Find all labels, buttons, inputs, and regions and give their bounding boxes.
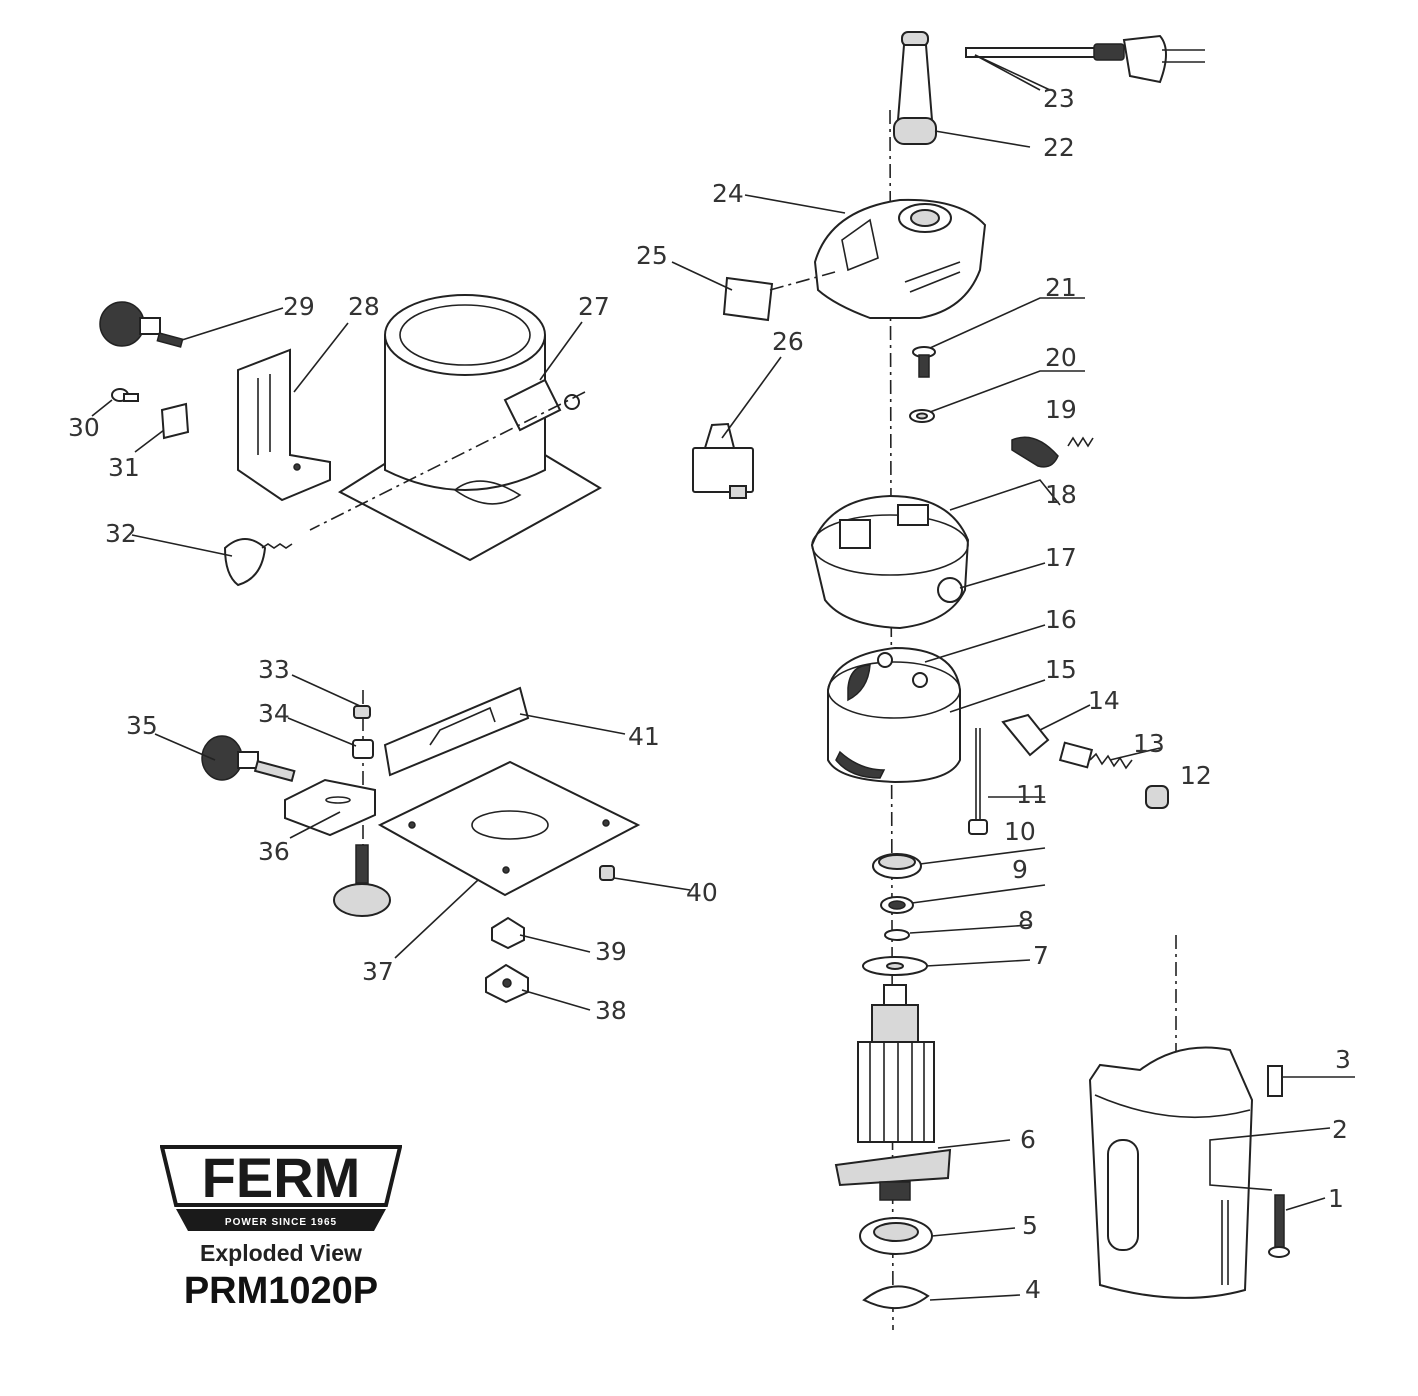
callout-24: 24 (712, 179, 744, 208)
callout-3: 3 (1335, 1045, 1351, 1074)
callout-5: 5 (1022, 1211, 1038, 1240)
brand-name: FERM (202, 1146, 361, 1209)
part-30-screw (111, 388, 139, 402)
callout-33: 33 (258, 655, 290, 684)
part-23-power-cord (965, 34, 1205, 84)
part-37-base-plate (377, 760, 641, 897)
callout-39: 39 (595, 937, 627, 966)
callout-16: 16 (1045, 605, 1077, 634)
part-27-router-base (337, 294, 603, 562)
part-4-clip (862, 1285, 930, 1310)
callout-15: 15 (1045, 655, 1077, 684)
callout-7: 7 (1033, 941, 1049, 970)
part-36-bracket (284, 778, 376, 837)
part-10-bearing-sleeve (872, 853, 922, 879)
callout-20: 20 (1045, 343, 1077, 372)
ferm-logo: FERM POWER SINCE 1965 (160, 1145, 402, 1231)
callout-11: 11 (1016, 780, 1048, 809)
callout-36: 36 (258, 837, 290, 866)
callout-8: 8 (1018, 906, 1034, 935)
callout-31: 31 (108, 453, 140, 482)
part-3-label (1267, 1065, 1283, 1097)
part-8-washer (884, 929, 910, 941)
callout-35: 35 (126, 711, 158, 740)
part-9-bearing (880, 896, 914, 914)
part-35-knob (201, 735, 296, 782)
callout-41: 41 (628, 722, 660, 751)
callout-13: 13 (1133, 729, 1165, 758)
callout-18: 18 (1045, 480, 1077, 509)
part-2-housing (1088, 1046, 1254, 1299)
callout-27: 27 (578, 292, 610, 321)
part-31-plate (160, 402, 190, 440)
callout-26: 26 (772, 327, 804, 356)
part-24-motor-cap (813, 198, 987, 319)
subtitle: Exploded View (200, 1240, 362, 1266)
part-26-switch (692, 422, 754, 499)
part-41-guide (383, 686, 530, 777)
part-25-label (722, 276, 774, 322)
part-33-screw (353, 705, 371, 719)
callout-4: 4 (1025, 1275, 1041, 1304)
callout-9: 9 (1012, 855, 1028, 884)
part-39-nut (491, 916, 525, 950)
callouts: 1 2 3 4 5 6 7 8 9 10 11 12 13 14 15 16 1… (68, 84, 1351, 1304)
part-19-spring (1067, 436, 1094, 448)
part-16-terminal (877, 652, 893, 668)
callout-22: 22 (1043, 133, 1075, 162)
callout-17: 17 (1045, 543, 1077, 572)
part-14-brush-cap (1001, 713, 1050, 757)
leader-lines (91, 54, 1355, 1301)
part-6-armature (834, 984, 952, 1201)
callout-32: 32 (105, 519, 137, 548)
part-22-cable-sleeve (893, 31, 937, 145)
part-12-brush-cap (1145, 785, 1169, 809)
part-29-knob (99, 301, 184, 348)
adjust-knob (333, 844, 391, 917)
part-21-screw (912, 346, 936, 378)
callout-12: 12 (1180, 761, 1212, 790)
callout-23: 23 (1043, 84, 1075, 113)
part-18-brush-holder (1011, 436, 1059, 468)
callout-29: 29 (283, 292, 315, 321)
callout-25: 25 (636, 241, 668, 270)
callout-10: 10 (1004, 817, 1036, 846)
callout-21: 21 (1045, 273, 1077, 302)
part-28-bracket (237, 348, 331, 502)
part-13-carbon-brush (1058, 741, 1133, 770)
callout-6: 6 (1020, 1125, 1036, 1154)
callout-40: 40 (686, 878, 718, 907)
part-7-washer (862, 956, 928, 976)
callout-1: 1 (1328, 1184, 1344, 1213)
brand-tagline: POWER SINCE 1965 (225, 1217, 337, 1228)
callout-30: 30 (68, 413, 100, 442)
model-number: PRM1020P (183, 1270, 379, 1312)
part-15-stator (827, 646, 961, 784)
callout-14: 14 (1088, 686, 1120, 715)
part-32-knob (223, 538, 293, 587)
part-34-nut (352, 739, 374, 759)
part-40-screw (599, 865, 615, 881)
part-11-bolt (968, 728, 988, 835)
callout-2: 2 (1332, 1115, 1348, 1144)
part-17-motor-housing (810, 494, 970, 630)
callout-28: 28 (348, 292, 380, 321)
callout-34: 34 (258, 699, 290, 728)
part-5-bearing (859, 1217, 933, 1255)
part-1-screw (1268, 1194, 1290, 1258)
part-38-nut (485, 963, 529, 1004)
callout-38: 38 (595, 996, 627, 1025)
callout-37: 37 (362, 957, 394, 986)
part-20-washer (909, 409, 935, 423)
callout-19: 19 (1045, 395, 1077, 424)
